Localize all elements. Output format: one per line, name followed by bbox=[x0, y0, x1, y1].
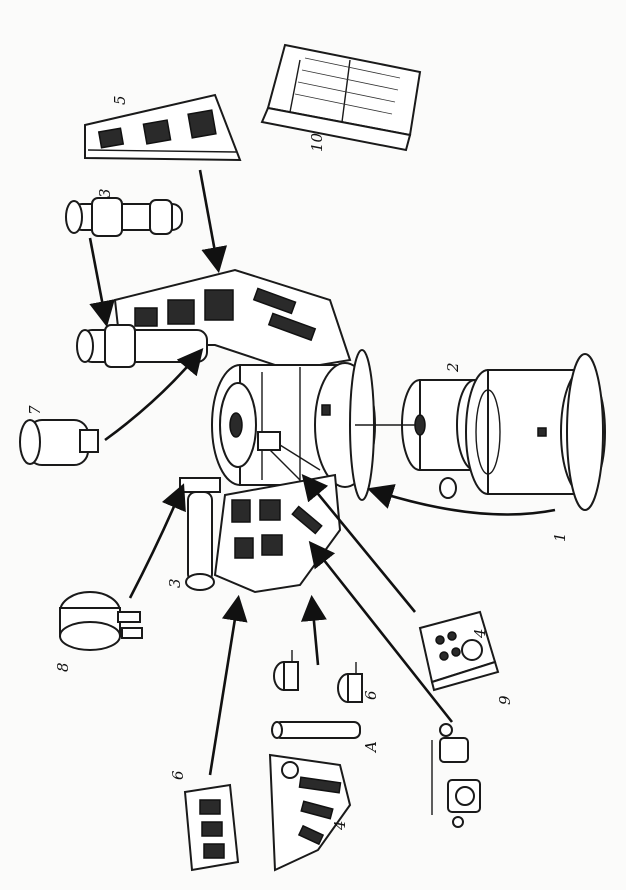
main-assembly bbox=[76, 268, 376, 594]
part-labels: 1 2 3 3 4 4 5 6 6 7 8 9 10 A bbox=[26, 95, 569, 831]
label-10: 10 bbox=[308, 132, 326, 152]
part-6-clamps bbox=[273, 650, 363, 703]
label-4-panel: 4 bbox=[471, 628, 489, 639]
part-3-cylinder-top bbox=[65, 197, 183, 237]
label-6-clamp: 6 bbox=[362, 690, 380, 700]
part-A-rod bbox=[271, 721, 361, 739]
label-3-top: 3 bbox=[96, 188, 114, 198]
part-8-clamp-unit bbox=[59, 591, 143, 651]
part-4-segment-plate bbox=[268, 753, 352, 872]
label-7: 7 bbox=[26, 405, 44, 415]
label-4-plate: 4 bbox=[331, 820, 349, 831]
label-8: 8 bbox=[54, 662, 72, 672]
assembly-arrows bbox=[88, 169, 556, 776]
part-5-ribbed-plate bbox=[84, 93, 242, 162]
label-2: 2 bbox=[444, 362, 462, 373]
part-9-control-panel bbox=[418, 610, 500, 692]
part-10-cabinet bbox=[260, 43, 422, 152]
label-9: 9 bbox=[496, 695, 514, 705]
label-1: 1 bbox=[551, 532, 569, 542]
part-1-drum bbox=[465, 353, 606, 511]
label-3-lower: 3 bbox=[166, 578, 184, 588]
part-7-motor bbox=[19, 419, 99, 466]
label-6-block: 6 bbox=[169, 770, 187, 780]
fittings-assembly bbox=[431, 723, 481, 828]
label-5: 5 bbox=[111, 95, 129, 105]
label-A: A bbox=[362, 741, 380, 754]
part-6-block bbox=[183, 783, 240, 872]
